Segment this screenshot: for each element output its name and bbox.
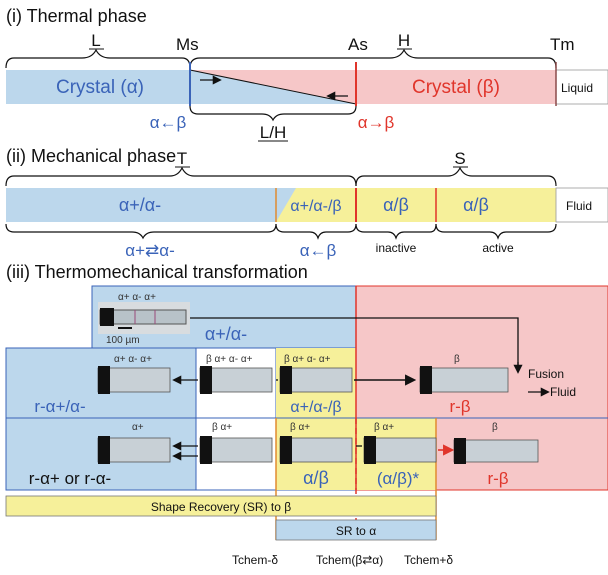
Ms-label: Ms <box>176 35 199 54</box>
brace-H <box>189 48 557 69</box>
sr-alpha-bar <box>275 519 437 541</box>
row1-tag1: α+ α- α+ <box>114 354 152 365</box>
row1-tag3: β α+ α- α+ <box>284 354 331 365</box>
row2-mid2: (α/β)* <box>377 469 420 488</box>
inactive-label: inactive <box>376 241 417 255</box>
fluid-label: Fluid <box>566 199 592 213</box>
sample-image-row0 <box>98 302 190 334</box>
sr-beta-bar <box>5 495 437 517</box>
row2-left: r-α+ or r-α- <box>29 469 111 488</box>
ap-eq-am-label: α+⇄α- <box>125 241 175 260</box>
mechanical-title: (ii) Mechanical phase <box>6 146 176 166</box>
t-plus-label: Tchem+δ <box>404 553 453 567</box>
scale-label: 100 µm <box>106 335 140 346</box>
a-b2-label: α/β <box>463 195 489 215</box>
active-label: active <box>482 241 514 255</box>
row1-left: r-α+/α- <box>34 397 85 416</box>
liquid-label: Liquid <box>561 81 593 95</box>
a-b1-label: α/β <box>383 195 409 215</box>
section-thermomechanical: (iii) Thermomechanical transformation α+… <box>5 262 608 567</box>
crystal-alpha-label: Crystal (α) <box>56 77 144 98</box>
row2-tag2: β α+ <box>212 422 232 433</box>
alpha-to-beta-label: α→β <box>358 113 395 132</box>
ap-am-b-label: α+/α-/β <box>290 198 341 215</box>
section-mechanical: (ii) Mechanical phase T S α+/α- α+/α-/β … <box>5 146 608 260</box>
row0-label: α+/α- <box>205 324 247 344</box>
row2-right: r-β <box>487 469 508 488</box>
row2-tag5: β <box>492 422 498 433</box>
brace-T-label: T <box>177 149 187 168</box>
sr-alpha-label: SR to α <box>336 524 376 538</box>
thermomechanical-title: (iii) Thermomechanical transformation <box>6 262 308 282</box>
to-fluid-label: Fluid <box>550 385 576 399</box>
beta-region <box>356 70 556 104</box>
brace-L <box>5 48 191 69</box>
alpha-region <box>6 70 190 104</box>
thermal-title: (i) Thermal phase <box>6 6 147 26</box>
ap-am-label: α+/α- <box>119 195 161 215</box>
t-mid-label: Tchem(β⇄α) <box>316 553 383 567</box>
t-minus-label: Tchem-δ <box>232 553 278 567</box>
brace-H-label: H <box>398 31 410 50</box>
row1-tag2: β α+ α- α+ <box>206 354 253 365</box>
LH-label: L/H <box>260 123 286 142</box>
row2-mid: α/β <box>303 468 329 488</box>
alpha-from-beta-label: α←β <box>150 113 187 132</box>
brace-S-label: S <box>454 149 465 168</box>
Tm-label: Tm <box>550 35 575 54</box>
As-label: As <box>348 35 368 54</box>
row1-samples <box>97 366 509 394</box>
row1-tag4: β <box>454 354 460 365</box>
row2-tag1: α+ <box>132 422 144 433</box>
a-from-b-label: α←β <box>300 241 337 260</box>
crystal-beta-label: Crystal (β) <box>412 77 500 98</box>
sr-beta-label: Shape Recovery (SR) to β <box>151 500 291 514</box>
brace-L-label: L <box>91 31 100 50</box>
row1-mid: α+/α-/β <box>290 399 341 416</box>
row1-right: r-β <box>449 397 470 416</box>
fusion-label: Fusion <box>528 367 564 381</box>
row0-tag: α+ α- α+ <box>118 292 156 303</box>
row2-tag3: β α+ <box>290 422 310 433</box>
row2-tag4: β α+ <box>374 422 394 433</box>
row2-samples <box>97 436 539 464</box>
section-thermal: (i) Thermal phase L H Ms As Tm Crystal (… <box>5 6 608 142</box>
